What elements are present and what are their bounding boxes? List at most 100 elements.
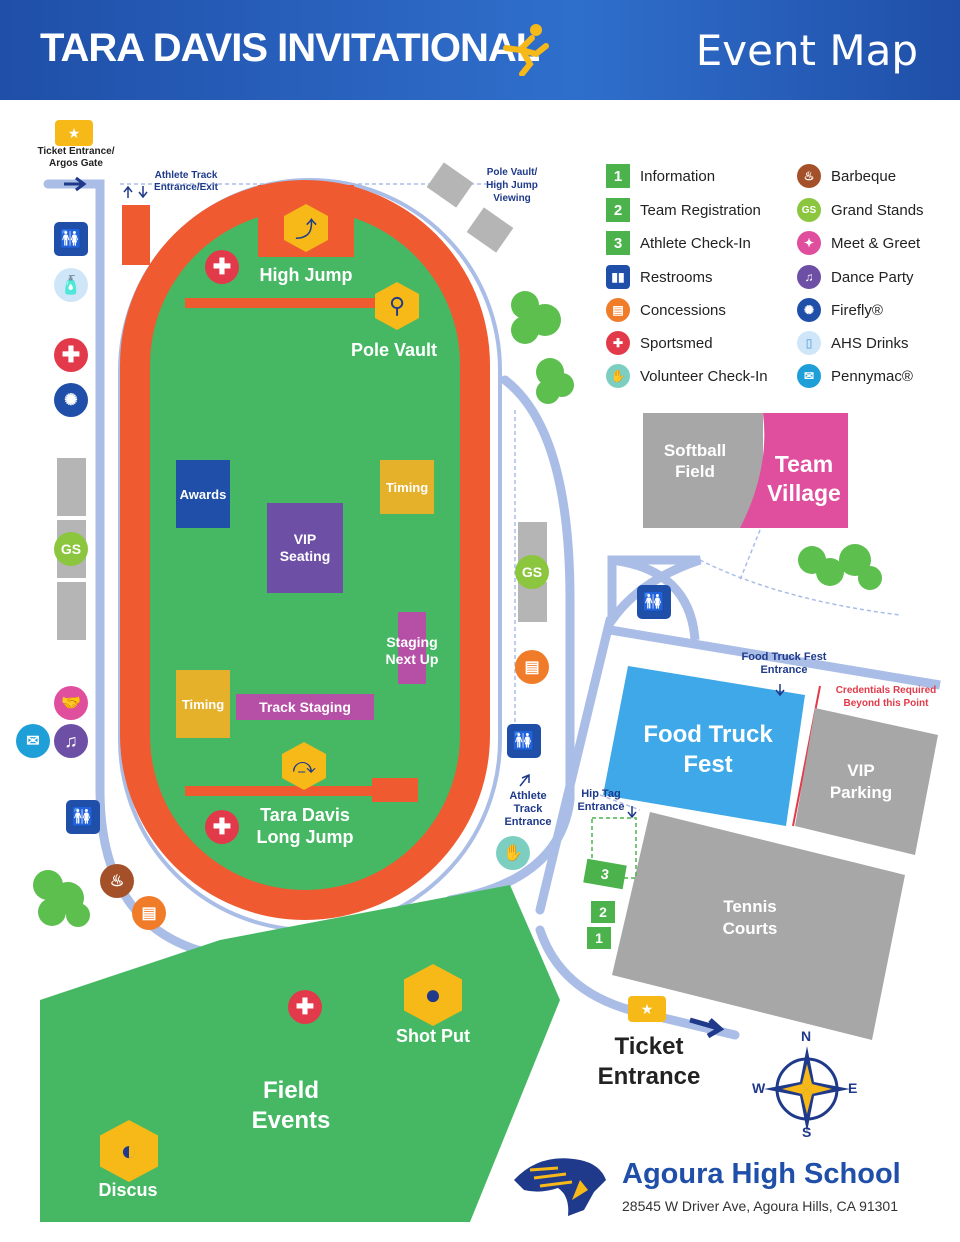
sportsmed-icon: ✚ [205, 250, 239, 284]
pole-vault-label: Pole Vault [350, 340, 438, 360]
ticket-entrance-gate-label: Ticket Entrance/Argos Gate [37, 146, 115, 169]
long-jump-icon: ⤼ [282, 742, 326, 790]
header-banner: TARA DAVIS INVITATIONAL Event Map [0, 0, 960, 100]
track-staging-box: Track Staging [236, 694, 374, 720]
down-arrow-icon [627, 806, 637, 819]
legend-item-sportsmed: ✚Sportsmed [606, 330, 713, 356]
music-note-icon: ♫ [797, 265, 821, 289]
shot-put-label: Shot Put [396, 1026, 470, 1046]
map-title: Event Map [695, 26, 918, 75]
in-out-arrow-icon [123, 185, 148, 199]
restroom-icon: 🚻 [637, 585, 671, 619]
tennis-courts-area [612, 812, 905, 1040]
legend-item-ahs-drinks: ▯AHS Drinks [797, 330, 909, 356]
ticket-icon: ★ [628, 996, 666, 1022]
restroom-icon: ▮▮ [606, 265, 630, 289]
pennymac-icon: ✉ [797, 364, 821, 388]
awards-box: Awards [176, 460, 230, 528]
tree-icon [33, 291, 882, 927]
legend-item-barbeque: ♨Barbeque [797, 163, 896, 189]
food-truck-fest-area [603, 666, 805, 826]
legend-item-dance-party: ♫Dance Party [797, 264, 914, 290]
dashed-path [699, 559, 901, 616]
timing-box-top: Timing [380, 460, 434, 514]
walkway-path [609, 625, 941, 690]
dashed-path [599, 794, 641, 811]
compass-west: W [752, 1080, 766, 1096]
concessions-icon: ▤ [515, 650, 549, 684]
entrance-arrow-icon [64, 176, 87, 192]
team-registration-marker: 2 [591, 901, 615, 923]
walkway-path [535, 615, 615, 915]
high-jump-label: High Jump [259, 265, 353, 285]
grand-stand [57, 582, 86, 640]
restroom-icon: 🚻 [54, 222, 88, 256]
legend-item-concessions: ▤Concessions [606, 297, 726, 323]
agoura-charger-logo-icon [514, 1158, 606, 1216]
barbeque-icon: ♨ [100, 864, 134, 898]
ticket-icon: ★ [55, 120, 93, 146]
event-title: TARA DAVIS INVITATIONAL [40, 26, 540, 70]
grand-stand [57, 458, 86, 516]
discus-label: Discus [98, 1180, 158, 1200]
legend-item-pennymac: ✉Pennymac® [797, 363, 913, 389]
arrow-icon [519, 773, 530, 787]
handshake-icon: ✦ [797, 231, 821, 255]
sportsmed-icon: ✚ [288, 990, 322, 1024]
compass-rose-icon [764, 1046, 850, 1132]
restroom-icon: 🚻 [66, 800, 100, 834]
restroom-icon: 🚻 [507, 724, 541, 758]
long-jump-pit [372, 778, 418, 802]
high-jump-icon: ⤴ [284, 204, 328, 252]
walkway-path [611, 555, 700, 641]
discus-icon: ◐ [100, 1120, 158, 1182]
firefly-icon: ✺ [54, 383, 88, 417]
firefly-icon: ✺ [797, 298, 821, 322]
team-village [740, 413, 848, 528]
walkway-path [535, 925, 740, 1040]
timing-box-bottom: Timing [176, 670, 230, 738]
school-address: 28545 W Driver Ave, Agoura Hills, CA 913… [622, 1198, 899, 1214]
walkway-path [445, 375, 575, 905]
grand-stands-marker: GS [515, 555, 549, 589]
vip-parking-area [795, 708, 938, 855]
softball-field [643, 413, 763, 528]
information-marker: 1 [587, 927, 611, 949]
long-jump-runway [185, 786, 417, 796]
viewing-stand [426, 162, 474, 208]
entrance-arrow-icon [689, 1017, 725, 1039]
legend-item-firefly: ✺Firefly® [797, 297, 883, 323]
legend-item-restrooms: ▮▮Restrooms [606, 264, 713, 290]
grand-stands-marker: GS [54, 532, 88, 566]
sportsmed-icon: ✚ [54, 338, 88, 372]
compass-south: S [802, 1124, 812, 1140]
compass-north: N [801, 1028, 812, 1044]
concessions-icon: ▤ [606, 298, 630, 322]
legend-item-meet-greet: ✦Meet & Greet [797, 230, 920, 256]
concessions-icon: ▤ [132, 896, 166, 930]
volunteer-icon: ✋ [496, 836, 530, 870]
sportsmed-icon: ✚ [606, 331, 630, 355]
music-note-icon: ♫ [54, 724, 88, 758]
pole-vault-runway [185, 298, 417, 308]
compass-east: E [848, 1080, 858, 1096]
volunteer-icon: ✋ [606, 364, 630, 388]
sportsmed-icon: ✚ [205, 810, 239, 844]
